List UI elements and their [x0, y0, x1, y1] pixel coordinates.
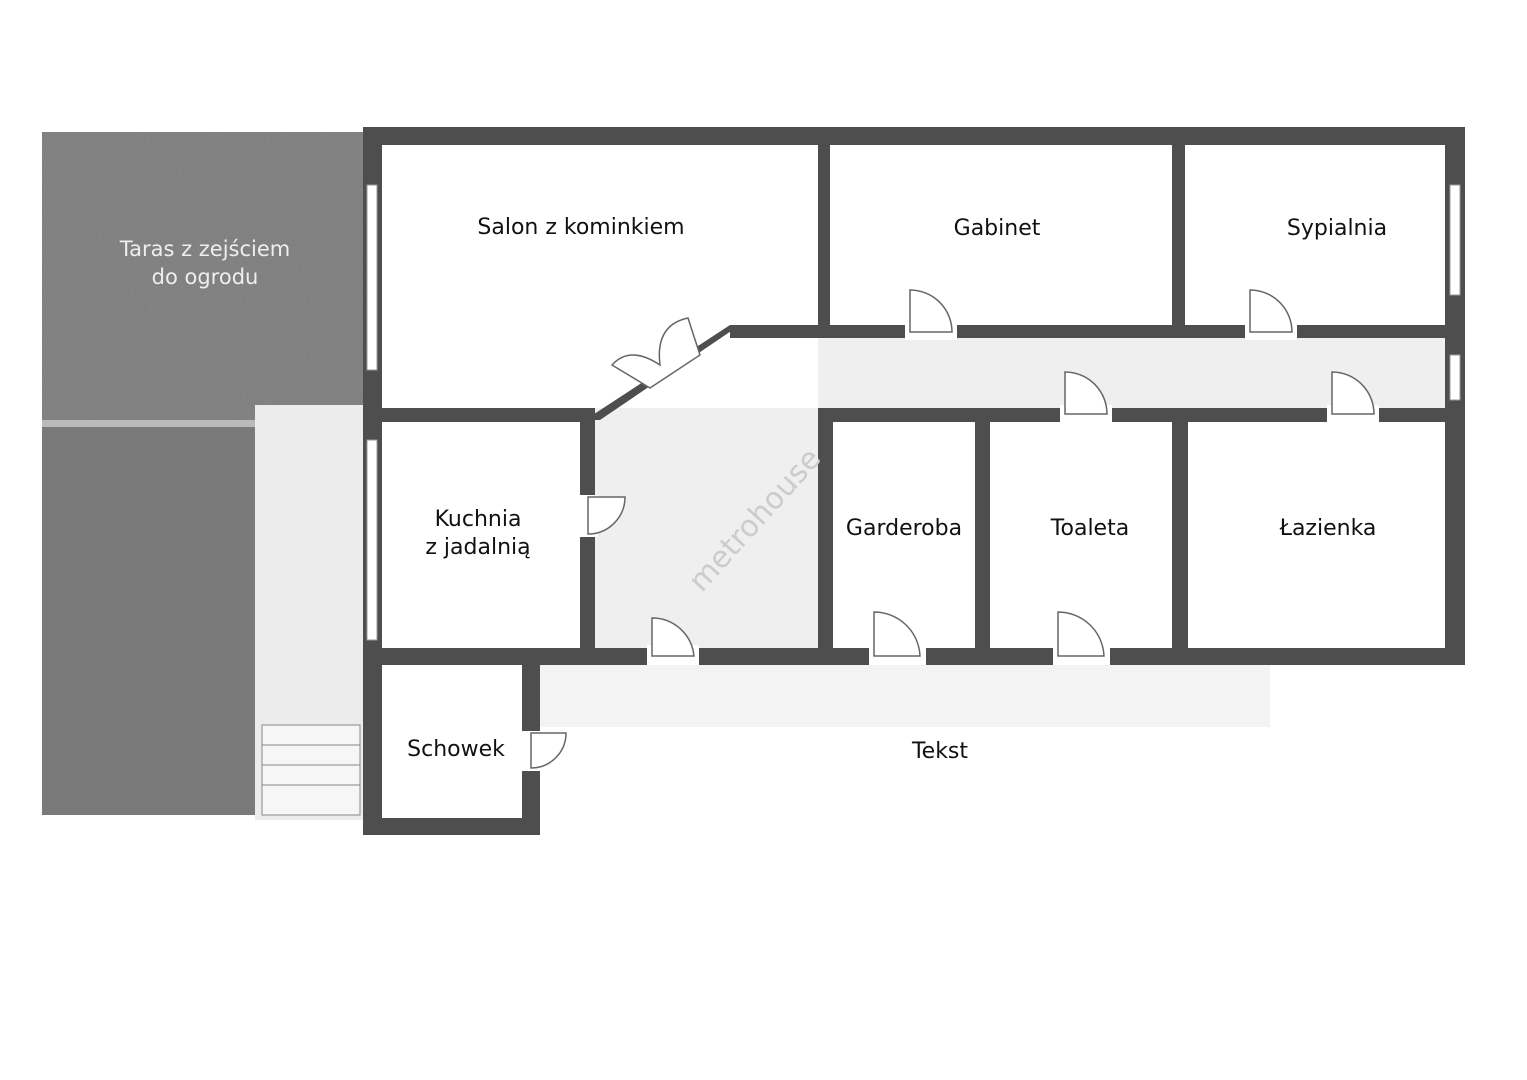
room-label-garderoba: Garderoba [845, 516, 963, 541]
room-label-gabinet: Gabinet [953, 216, 1041, 241]
room-label-kuchnia: Kuchnia z jadalnią [425, 506, 530, 562]
room-label-sypialnia: Sypialnia [1286, 216, 1388, 241]
doors [520, 289, 1379, 771]
room-label-salon: Salon z kominkiem [477, 215, 685, 240]
room-label-taras: Taras z zejściem do ogrodu [120, 235, 291, 291]
taras-line-2: do ogrodu [151, 265, 259, 289]
room-label-schowek: Schowek [407, 737, 505, 762]
outside-floor [540, 665, 1270, 727]
stairs [261, 724, 361, 816]
kuchnia-line-1: Kuchnia [434, 507, 522, 532]
windows [366, 184, 1461, 641]
room-label-lazienka: Łazienka [1279, 516, 1377, 541]
room-label-tekst: Tekst [911, 739, 969, 764]
kuchnia-line-2: z jadalnią [425, 535, 531, 560]
taras-line-1: Taras z zejściem [119, 237, 291, 261]
room-label-toaleta: Toaleta [1050, 516, 1130, 541]
